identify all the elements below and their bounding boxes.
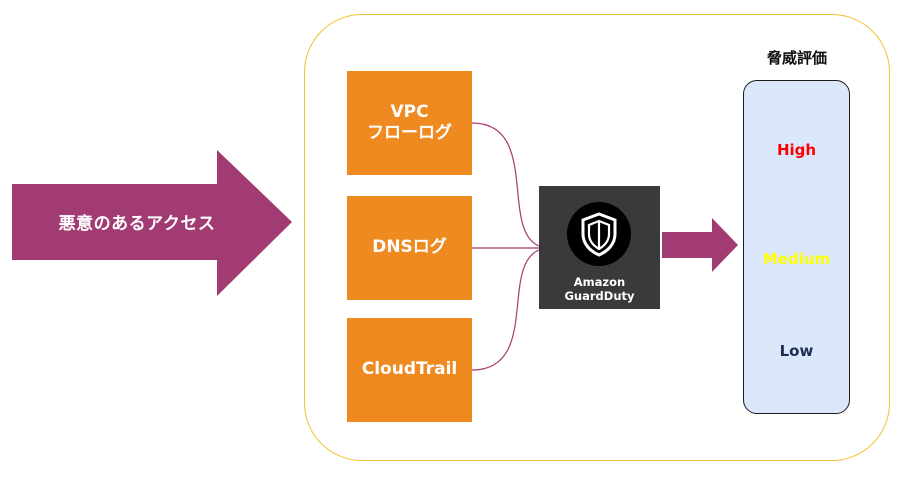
level-high: High <box>776 141 817 159</box>
environment-frame <box>304 14 890 461</box>
level-medium: Medium <box>762 250 831 268</box>
malicious-access-label: 悪意のあるアクセス <box>58 213 216 234</box>
guardduty-label: Amazon GuardDuty <box>564 275 635 303</box>
cloudtrail-label: CloudTrail <box>361 359 458 380</box>
level-low: Low <box>779 342 814 360</box>
cloudtrail-connector <box>471 249 540 371</box>
dns-log-label: DNSログ <box>372 237 447 258</box>
cloudtrail-box: CloudTrail <box>347 318 472 422</box>
output-arrow <box>662 218 738 272</box>
malicious-access-arrow <box>12 150 292 296</box>
guardduty-box: Amazon GuardDuty <box>539 186 660 309</box>
flow-log-label: フローログ <box>367 123 452 143</box>
shield-icon <box>565 200 633 272</box>
vpc-flow-log-box: VPC フローログ <box>347 71 472 175</box>
vpc-connector <box>471 122 540 247</box>
dns-log-box: DNSログ <box>347 196 472 300</box>
evaluation-title: 脅威評価 <box>766 49 827 67</box>
evaluation-panel <box>743 80 850 414</box>
vpc-label: VPC <box>390 101 429 122</box>
